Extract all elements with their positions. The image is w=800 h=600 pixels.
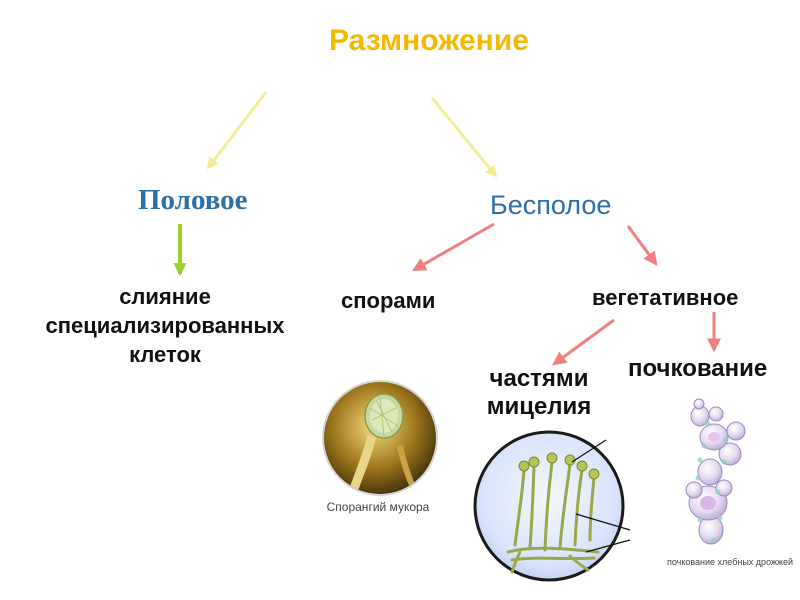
yeast-budding-image bbox=[685, 398, 746, 545]
caption-yeast-budding: почкование хлебных дрожжей bbox=[666, 557, 794, 567]
mycelium-image bbox=[473, 430, 631, 582]
arrow-asexual-to-spores bbox=[411, 222, 495, 272]
title-reproduction: Размножение bbox=[329, 24, 529, 57]
arrow-title-to-sexual bbox=[206, 91, 268, 170]
arrow-title-to-asexual bbox=[430, 97, 498, 178]
arrow-vegetative-to-mycelium bbox=[552, 318, 615, 366]
node-mycelium-parts: частями мицелия bbox=[486, 365, 592, 420]
node-asexual: Бесполое bbox=[490, 190, 612, 220]
caption-sporangium: Спорангий мукора bbox=[326, 500, 430, 514]
node-sexual: Половое bbox=[138, 184, 248, 216]
node-fusion-of-cells: слияние специализированных клеток bbox=[45, 284, 285, 367]
node-vegetative: вегетативное bbox=[592, 285, 739, 310]
sporangium-image bbox=[322, 380, 438, 496]
node-budding: почкование bbox=[628, 355, 768, 382]
arrow-asexual-to-vegetative bbox=[626, 225, 658, 266]
node-spores: спорами bbox=[341, 288, 436, 313]
